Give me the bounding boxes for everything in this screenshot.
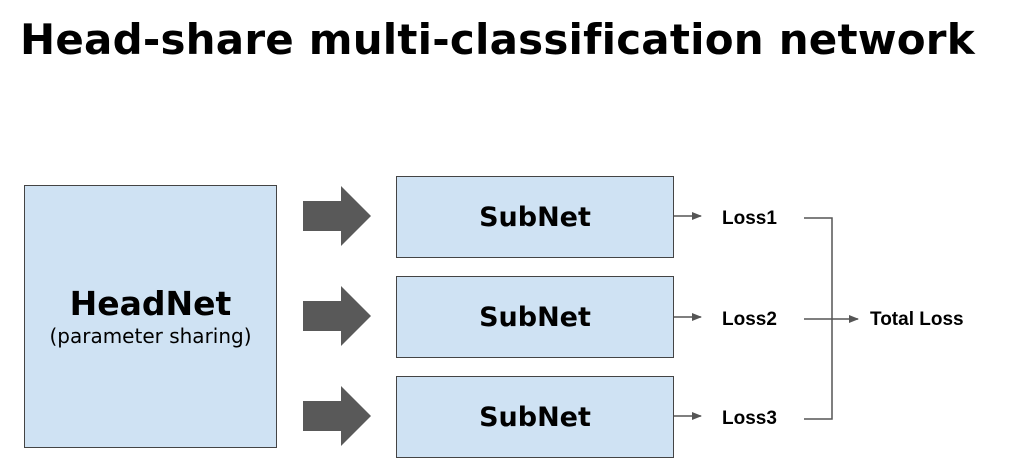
big-arrow-1 bbox=[303, 186, 371, 246]
subnet-box-3: SubNet bbox=[396, 376, 674, 458]
subnet-label-3: SubNet bbox=[479, 401, 591, 433]
subnet-label-2: SubNet bbox=[479, 301, 591, 333]
subnet-box-1: SubNet bbox=[396, 176, 674, 258]
total-loss-label: Total Loss bbox=[870, 309, 964, 330]
page-title: Head-share multi-classification network bbox=[20, 15, 975, 64]
headnet-label: HeadNet bbox=[69, 283, 232, 323]
loss1-label: Loss1 bbox=[722, 208, 777, 229]
loss2-label: Loss2 bbox=[722, 309, 777, 330]
loss3-label: Loss3 bbox=[722, 408, 777, 429]
subnet-label-1: SubNet bbox=[479, 201, 591, 233]
headnet-sublabel: (parameter sharing) bbox=[49, 323, 252, 348]
headnet-box: HeadNet (parameter sharing) bbox=[24, 185, 277, 448]
subnet-box-2: SubNet bbox=[396, 276, 674, 358]
big-arrow-2 bbox=[303, 286, 371, 346]
big-arrow-3 bbox=[303, 386, 371, 446]
